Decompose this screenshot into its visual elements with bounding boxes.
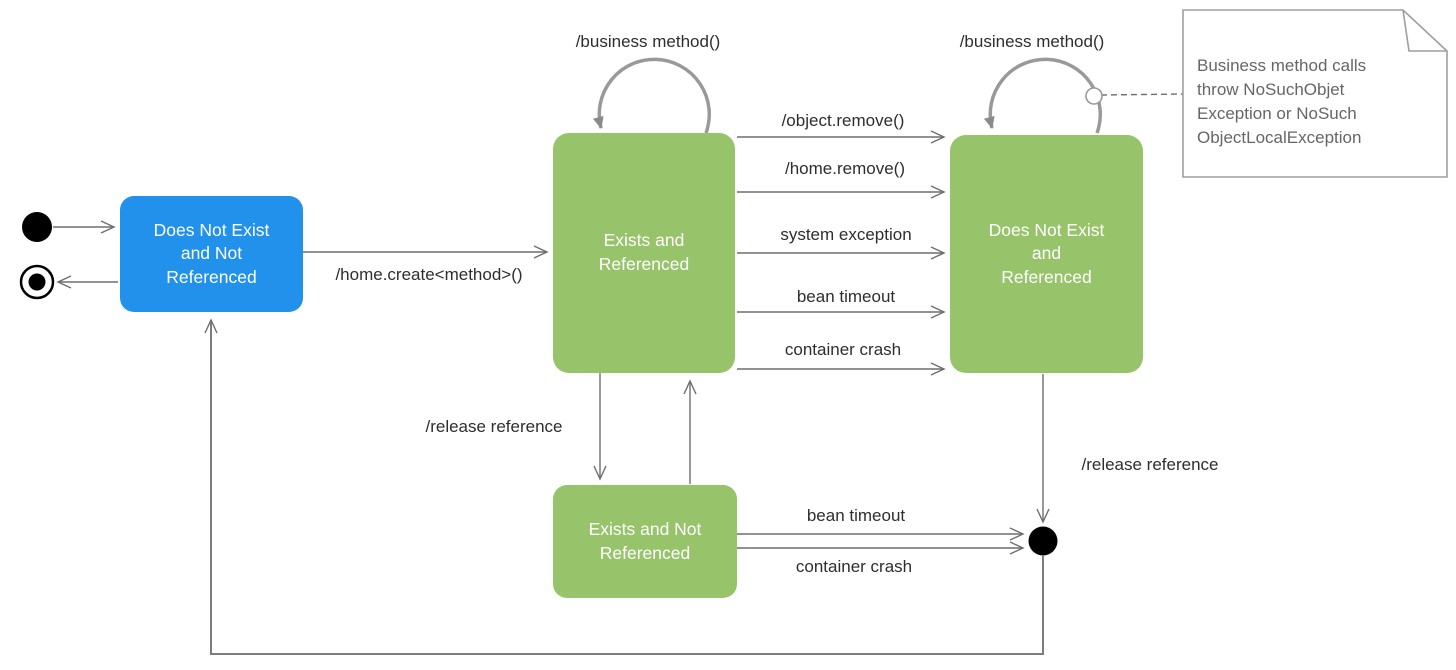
transition-label-container-crash-top: container crash: [784, 340, 902, 359]
transition-label-object-remove: /object.remove(): [781, 111, 905, 130]
state-exists-and-referenced: Exists and Referenced: [553, 133, 735, 373]
transition-label-business-method-left: /business method(): [575, 32, 721, 51]
terminal-state-icon: [1028, 526, 1058, 556]
state-label: Exists and Not Referenced: [588, 518, 702, 563]
transition-label-release-reference-left: /release reference: [425, 417, 563, 436]
state-label: Does Not Exist and Referenced: [988, 219, 1105, 287]
self-transition-arc-left: [592, 57, 712, 134]
note-line: Exception or NoSuch: [1197, 104, 1357, 123]
self-transition-arc-right: [983, 57, 1103, 134]
transition-label-home-create: /home.create<method>(): [335, 265, 523, 284]
transition-label-system-exception: system exception: [780, 225, 912, 244]
state-label: Exists and Referenced: [598, 230, 690, 274]
transition-label-bean-timeout-bottom: bean timeout: [806, 506, 906, 525]
note-text: Business method calls throw NoSuchObjet …: [1197, 54, 1429, 150]
note-shape: [1182, 9, 1448, 178]
transition-label-bean-timeout-top: bean timeout: [796, 287, 896, 306]
state-does-not-exist-and-not-referenced: Does Not Exist and Not Referenced: [120, 196, 303, 312]
transition-label-release-reference-right: /release reference: [1081, 455, 1219, 474]
note-line: throw NoSuchObjet: [1197, 80, 1345, 99]
state-does-not-exist-and-referenced: Does Not Exist and Referenced: [950, 135, 1143, 373]
transition-label-container-crash-bottom: container crash: [795, 557, 913, 576]
initial-state-icon: [22, 212, 52, 242]
state-label: Does Not Exist and Not Referenced: [153, 219, 270, 287]
note-fold-icon: [1402, 9, 1447, 52]
transition-label-home-remove: /home.remove(): [785, 159, 905, 178]
note-connector-line: [1100, 93, 1184, 96]
transition-label-business-method-right: /business method(): [959, 32, 1105, 51]
note-line: Business method calls: [1197, 56, 1367, 75]
state-exists-and-not-referenced: Exists and Not Referenced: [553, 485, 737, 598]
transition-arrow-loopback: [204, 318, 1044, 655]
note-anchor-circle: [1085, 87, 1103, 105]
note-line: ObjectLocalException: [1197, 128, 1362, 147]
final-state-inner-dot: [28, 273, 46, 291]
